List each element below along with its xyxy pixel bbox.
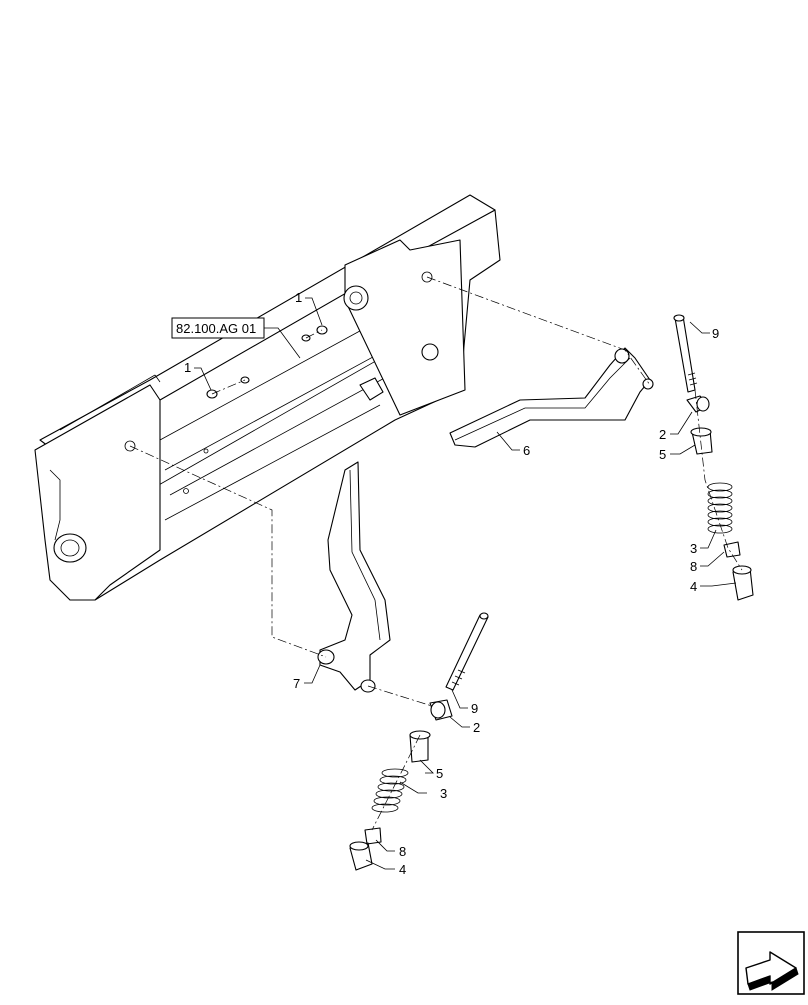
callout-frame-1-upper: 1 xyxy=(295,290,302,305)
lever-7 xyxy=(317,461,391,693)
callout-bottom-4: 4 xyxy=(399,862,406,877)
callout-bottom-3: 3 xyxy=(440,786,447,801)
callout-frame-1-left: 1 xyxy=(184,360,191,375)
callout-right-5: 5 xyxy=(659,447,666,462)
callout-right-9: 9 xyxy=(712,326,719,341)
center-lines xyxy=(129,276,743,831)
lever-6 xyxy=(449,347,654,448)
callout-leaders xyxy=(171,297,737,870)
main-frame-assembly xyxy=(34,194,501,601)
callout-right-8: 8 xyxy=(690,559,697,574)
callout-right-2: 2 xyxy=(659,427,666,442)
bottom-hardware-stack xyxy=(349,612,489,871)
callout-lever-7: 7 xyxy=(293,676,300,691)
callout-bottom-5: 5 xyxy=(436,766,443,781)
callout-bottom-2: 2 xyxy=(473,720,480,735)
callout-right-4: 4 xyxy=(690,579,697,594)
next-page-arrow-icon[interactable] xyxy=(737,931,805,995)
labels: 82.100.AG 01 1 1 6 7 9 2 5 3 8 4 9 2 5 3… xyxy=(176,290,719,877)
callout-bottom-9: 9 xyxy=(471,701,478,716)
callout-lever-6: 6 xyxy=(523,443,530,458)
callout-bottom-8: 8 xyxy=(399,844,406,859)
right-hardware-stack xyxy=(673,314,754,601)
reference-label: 82.100.AG 01 xyxy=(176,321,256,336)
callout-right-3: 3 xyxy=(690,541,697,556)
